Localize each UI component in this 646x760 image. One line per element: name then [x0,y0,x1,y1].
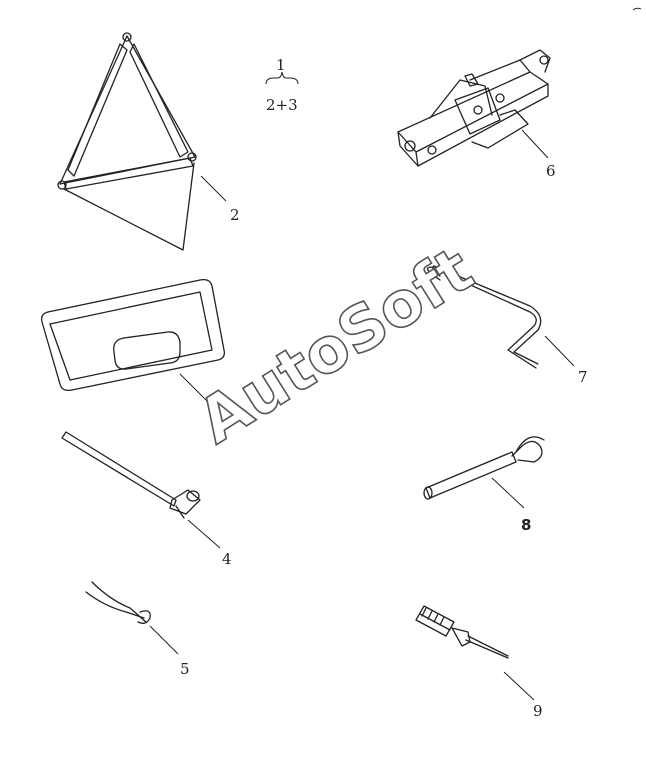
pliers [85,581,151,624]
callout-1: 1 [276,56,286,74]
callout-8: 8 [521,516,531,534]
warning-triangle [57,32,197,251]
watermark: AutoSoft [185,232,485,457]
callout-1-group: 2+3 [266,96,298,114]
callout-7: 7 [578,368,588,386]
screwdriver [415,605,509,659]
leader-2 [200,175,227,202]
leader-4 [187,519,221,549]
lug-wrench [61,431,201,519]
callout-9: 9 [533,702,543,720]
callout-3: 3 [209,404,219,422]
leader-7 [544,335,575,367]
callout-5: 5 [180,660,190,678]
leader-3 [179,373,209,403]
tow-rod [423,436,545,500]
storage-tray [40,278,226,392]
callout-6: 6 [546,162,556,180]
callout-2: 2 [230,206,240,224]
leader-8 [491,477,525,509]
leader-9 [503,671,535,701]
leader-6 [521,129,549,159]
crank-handle [426,265,542,369]
brace [265,71,299,85]
leader-5 [149,625,179,655]
callout-4: 4 [222,550,232,568]
corner-mark [632,7,642,11]
scissor-jack [397,49,551,167]
